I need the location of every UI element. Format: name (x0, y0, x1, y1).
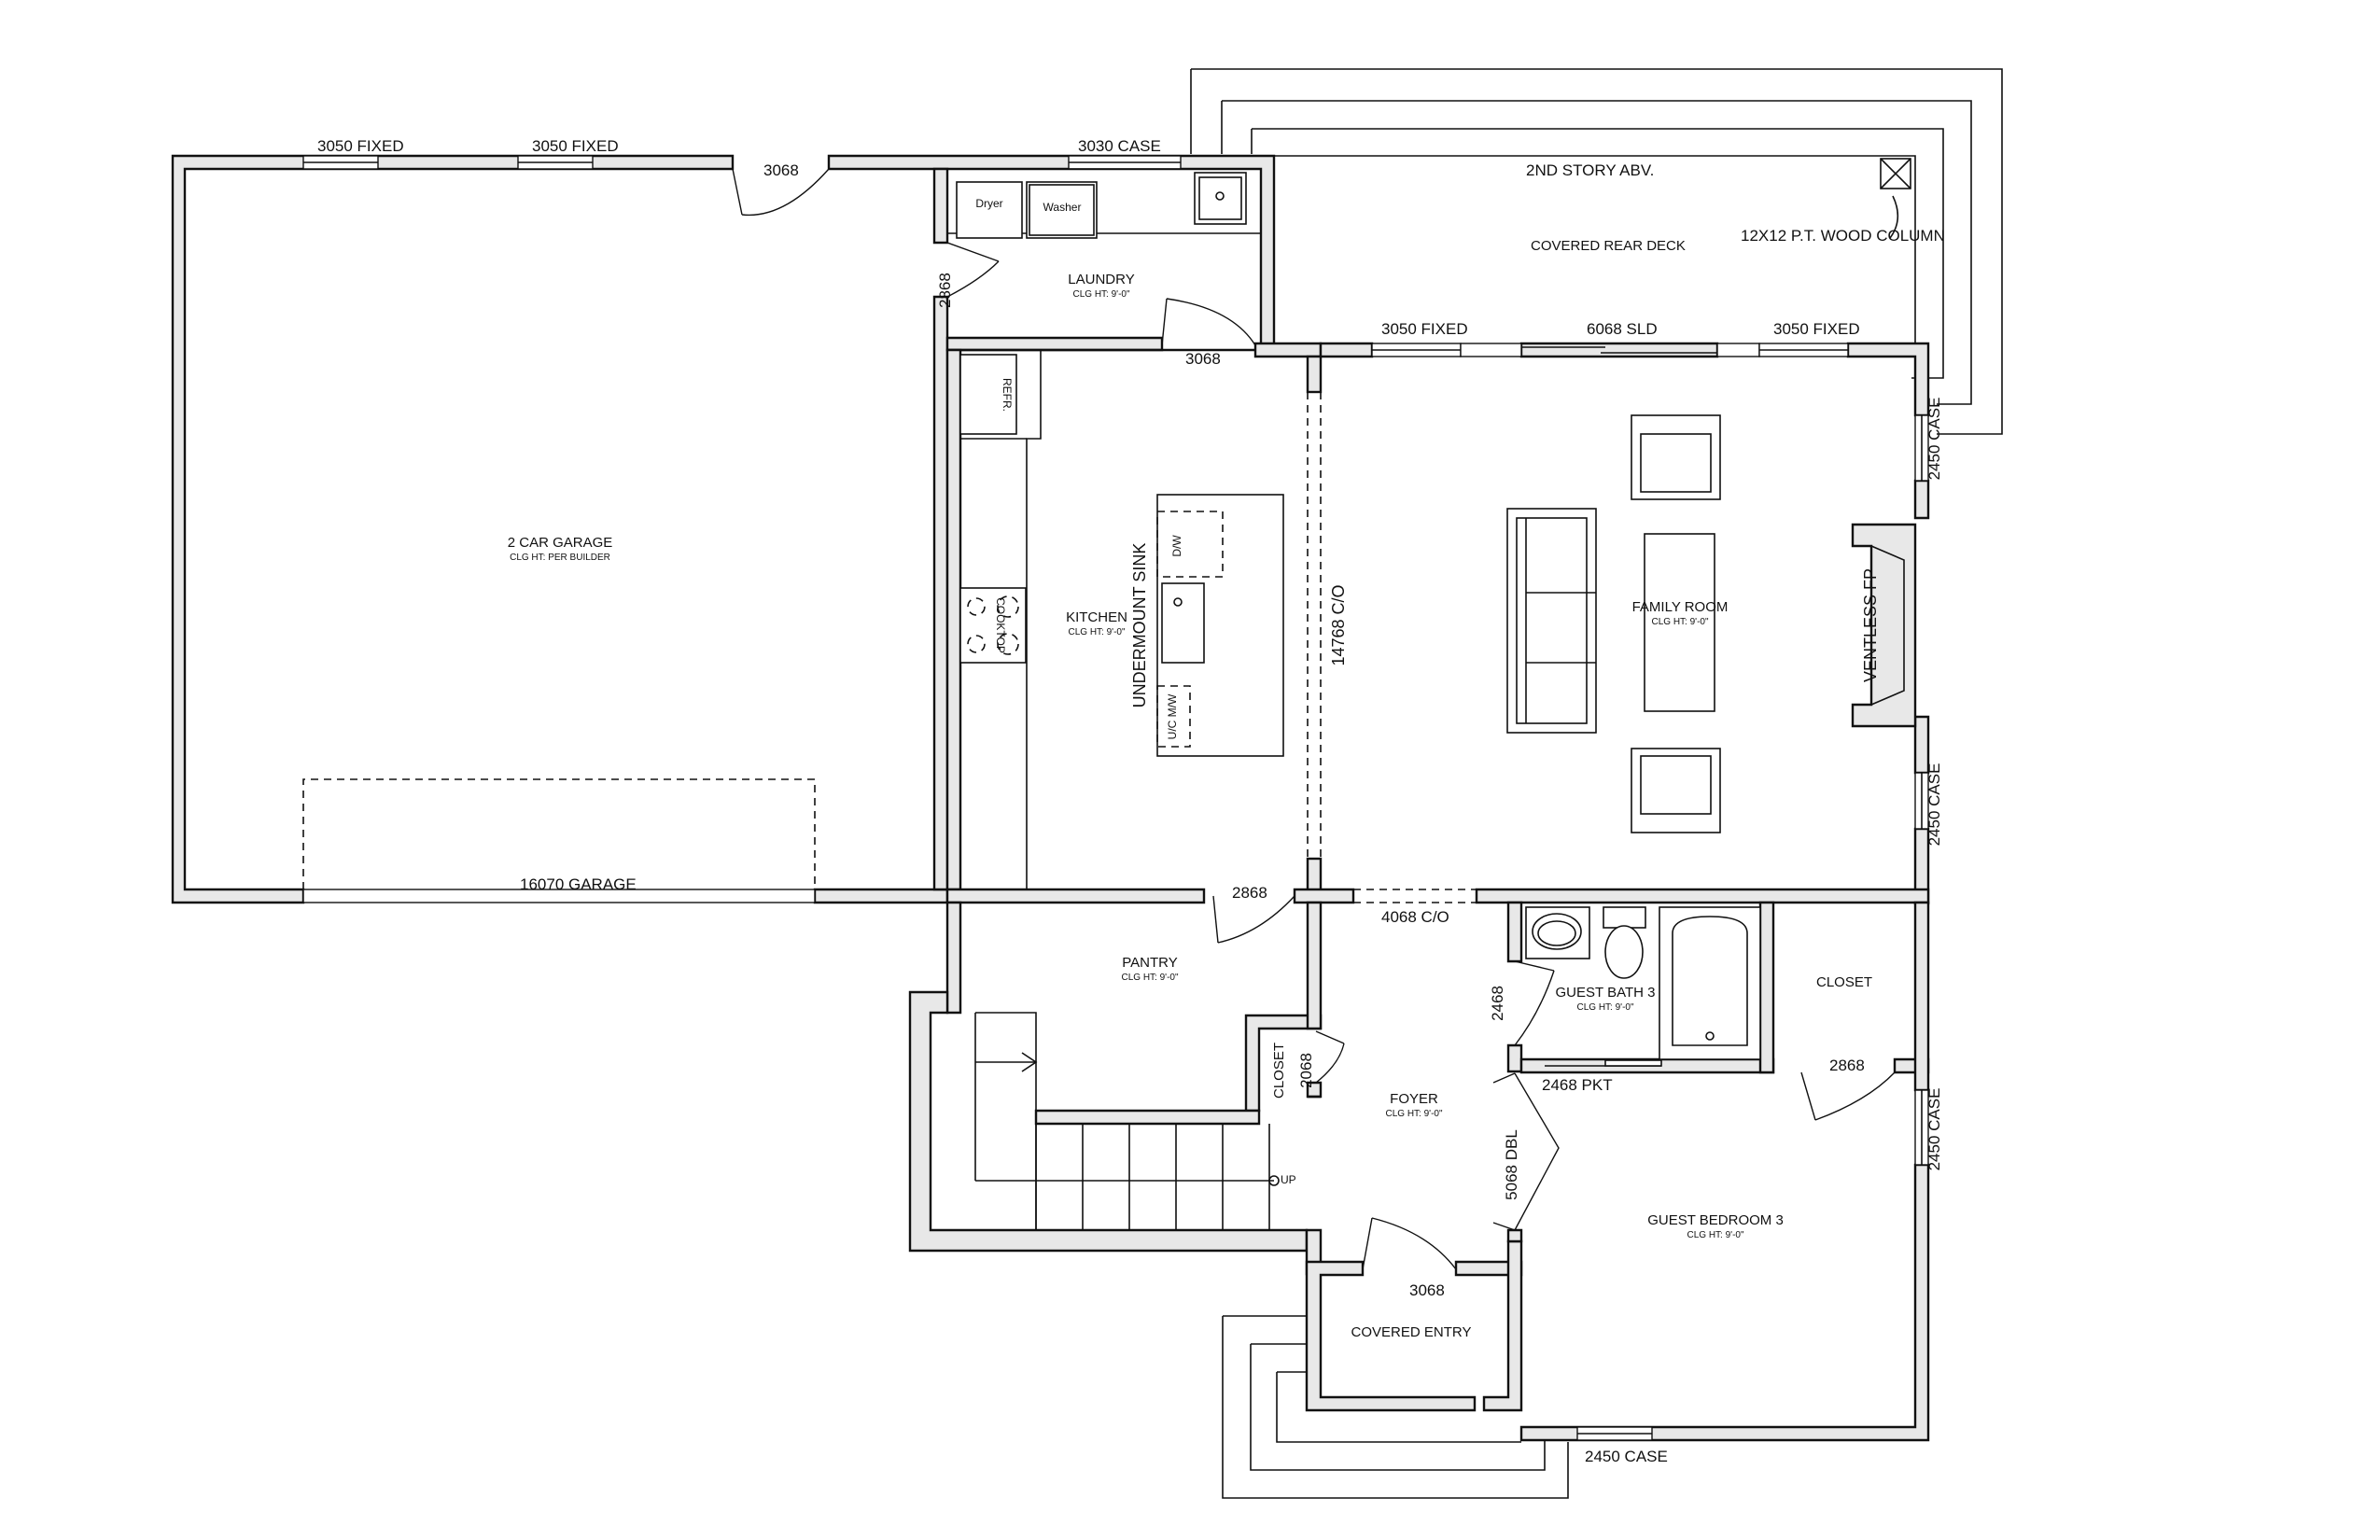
garage-door-label: 16070 GARAGE (520, 875, 637, 893)
bedroom-clg: CLG HT: 9'-0" (1687, 1230, 1743, 1240)
foyer-name: FOYER (1390, 1091, 1438, 1107)
family-room (1319, 342, 1930, 905)
bath-clg: CLG HT: 9'-0" (1576, 1002, 1633, 1013)
refrigerator (959, 354, 1017, 435)
bedroom-case-bottom-label: 2450 CASE (1585, 1448, 1668, 1465)
kitchen (945, 342, 1323, 898)
deck-window-1-label: 3050 FIXED (1381, 320, 1468, 338)
sink-note: UNDERMOUNT SINK (1130, 543, 1149, 708)
armchair-top (1631, 414, 1721, 500)
dryer (956, 181, 1023, 239)
toilet (1604, 925, 1644, 979)
deck-window-2-label: 3050 FIXED (1773, 320, 1860, 338)
laundry-door-label: 2868 (936, 273, 954, 308)
family-name: FAMILY ROOM (1632, 599, 1729, 615)
bedroom-name: GUEST BEDROOM 3 (1647, 1212, 1784, 1228)
garage-entry-door-label: 3068 (763, 161, 799, 179)
pantry-clg: CLG HT: 9'-0" (1121, 973, 1178, 983)
laundry-name: LAUNDRY (1068, 272, 1134, 287)
foyer-closet-name: CLOSET (1271, 1043, 1287, 1099)
dryer-label: Dryer (975, 197, 1002, 210)
washer (1026, 181, 1098, 239)
pantry-door-label: 2868 (1232, 884, 1267, 902)
refr-label: REFR. (1001, 378, 1014, 412)
labels: 3050 FIXED 3050 FIXED 3068 3030 CASE 2ND… (317, 137, 1945, 1465)
fireplace-note: VENTLESS FP (1861, 568, 1880, 682)
kitchen-clg: CLG HT: 9'-0" (1068, 627, 1125, 637)
foyer-co-label: 4068 C/O (1381, 908, 1449, 926)
kitchen-island (1156, 494, 1284, 757)
mw-label: U/C M/W (1166, 693, 1179, 739)
second-story-note: 2ND STORY ABV. (1526, 161, 1654, 179)
deck-slider-label: 6068 SLD (1587, 320, 1658, 338)
bath-vanity (1525, 906, 1590, 959)
foyer-closet-door-label: 2068 (1297, 1053, 1315, 1088)
lower-wing (908, 888, 1930, 1499)
kitchen-co-label: 14768 C/O (1329, 584, 1348, 665)
pocket-door-label: 2468 PKT (1542, 1076, 1613, 1094)
bathtub (1659, 906, 1761, 1060)
sofa (1506, 508, 1597, 734)
foyer-clg: CLG HT: 9'-0" (1385, 1109, 1442, 1119)
washer-label: Washer (1043, 201, 1082, 214)
double-door-label: 5068 DBL (1503, 1129, 1520, 1200)
garage-name: 2 CAR GARAGE (508, 535, 613, 551)
bedroom-closet-door-label: 2868 (1829, 1057, 1865, 1074)
covered-entry-name: COVERED ENTRY (1351, 1324, 1472, 1340)
bath-closet-name: CLOSET (1816, 974, 1872, 990)
coffee-table (1644, 533, 1715, 712)
family-case-1-label: 2450 CASE (1925, 398, 1943, 481)
toilet-tank (1603, 906, 1646, 929)
deck-label: COVERED REAR DECK (1531, 238, 1686, 254)
kitchen-name: KITCHEN (1066, 609, 1127, 625)
laundry-sink (1194, 172, 1247, 225)
rear-deck (1190, 68, 2003, 435)
laundry-clg: CLG HT: 9'-0" (1072, 289, 1129, 300)
armchair-bottom (1631, 748, 1721, 833)
garage-window-1-label: 3050 FIXED (317, 137, 404, 155)
stair-up-note: UP (1281, 1173, 1296, 1186)
garage-window-2-label: 3050 FIXED (532, 137, 619, 155)
bath-name: GUEST BATH 3 (1556, 985, 1656, 1001)
bath-door-label: 2468 (1489, 986, 1506, 1021)
entry-door-label: 3068 (1409, 1281, 1445, 1299)
dw-label: D/W (1170, 535, 1183, 557)
family-clg: CLG HT: 9'-0" (1651, 617, 1708, 627)
bedroom-case-right-label: 2450 CASE (1925, 1088, 1943, 1171)
family-case-2-label: 2450 CASE (1925, 763, 1943, 847)
garage (171, 154, 1276, 904)
cooktop-label: COOKTOP (994, 597, 1007, 653)
laundry (945, 155, 1274, 352)
pantry-name: PANTRY (1122, 955, 1177, 971)
kitchen-door-label: 3068 (1185, 350, 1221, 368)
laundry-window-label: 3030 CASE (1078, 137, 1161, 155)
column-note: 12X12 P.T. WOOD COLUMN (1741, 227, 1945, 245)
garage-clg: CLG HT: PER BUILDER (510, 553, 610, 563)
